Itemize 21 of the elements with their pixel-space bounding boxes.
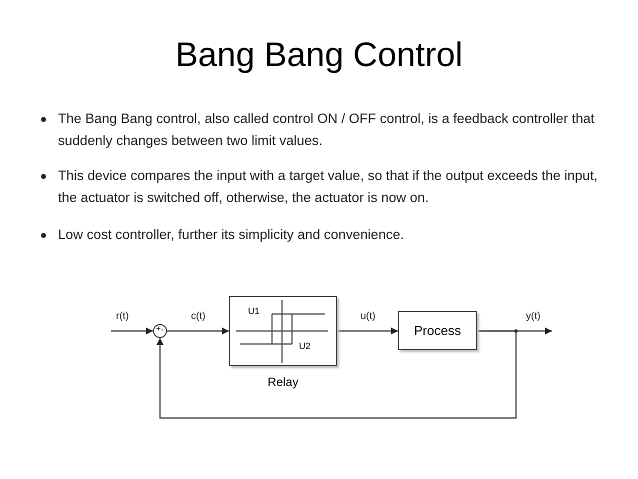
signal-label: r(t): [115, 311, 130, 322]
signal-label: y(t): [525, 311, 542, 322]
signal-label: u(t): [360, 311, 376, 322]
level-label: U1: [248, 306, 260, 316]
signal-arrow: [337, 328, 398, 334]
bullet-text: Low cost controller, further its simplicity and convenience.: [58, 226, 406, 244]
signal-arrow: [156, 330, 517, 419]
signal-arrow: [167, 328, 229, 334]
plus-sign: +: [156, 325, 161, 333]
summing-junction: [153, 324, 167, 338]
signal-arrow: [111, 328, 153, 334]
bullet-text: This device compares the input with a target value, so that if the output exceeds the input, the actuator is switched off, otherwise, the actuator is now on.: [58, 167, 599, 207]
block-caption: Relay: [266, 375, 300, 389]
process-block: [398, 311, 477, 350]
block-label: Process: [414, 323, 461, 338]
slide-title: Bang Bang Control: [174, 36, 464, 75]
minus-sign: -: [161, 326, 164, 334]
level-label: U2: [299, 341, 311, 351]
relay-block: [229, 296, 337, 366]
signal-label: c(t): [190, 311, 206, 322]
bullet-text: The Bang Bang control, also called control ON / OFF control, is a feedback controller that suddenly changes between two limit values.: [58, 110, 596, 150]
